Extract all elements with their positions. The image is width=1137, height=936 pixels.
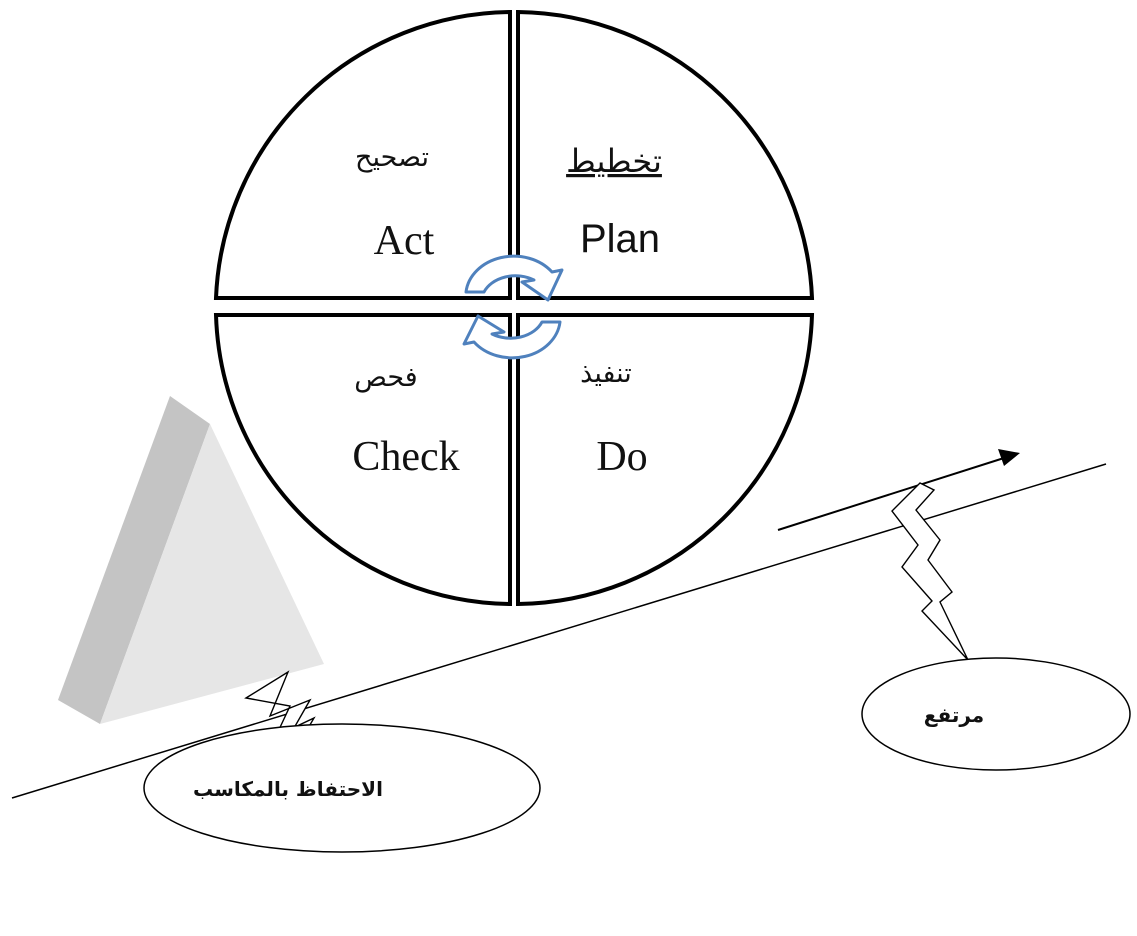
act-english-label: Act bbox=[374, 218, 435, 264]
trend-arrow-head bbox=[998, 449, 1020, 466]
do-arabic-label: تنفيذ bbox=[580, 358, 632, 389]
pdca-circle bbox=[216, 12, 812, 604]
circular-arrows-icon bbox=[464, 256, 562, 358]
oval-rise-label: مرتفع bbox=[924, 703, 984, 727]
act-arabic-label: تصحيح bbox=[355, 142, 429, 173]
quadrant-plan bbox=[518, 12, 812, 298]
do-english-label: Do bbox=[596, 434, 647, 480]
check-english-label: Check bbox=[352, 434, 459, 480]
oval-rise bbox=[862, 658, 1130, 770]
plan-arabic-label: تخطيط bbox=[566, 142, 662, 180]
check-arabic-label: فحص bbox=[354, 362, 417, 393]
oval-maintain-label: الاحتفاظ بالمكاسب bbox=[193, 777, 383, 801]
plan-english-label: Plan bbox=[580, 217, 660, 261]
quadrant-do bbox=[518, 315, 812, 604]
